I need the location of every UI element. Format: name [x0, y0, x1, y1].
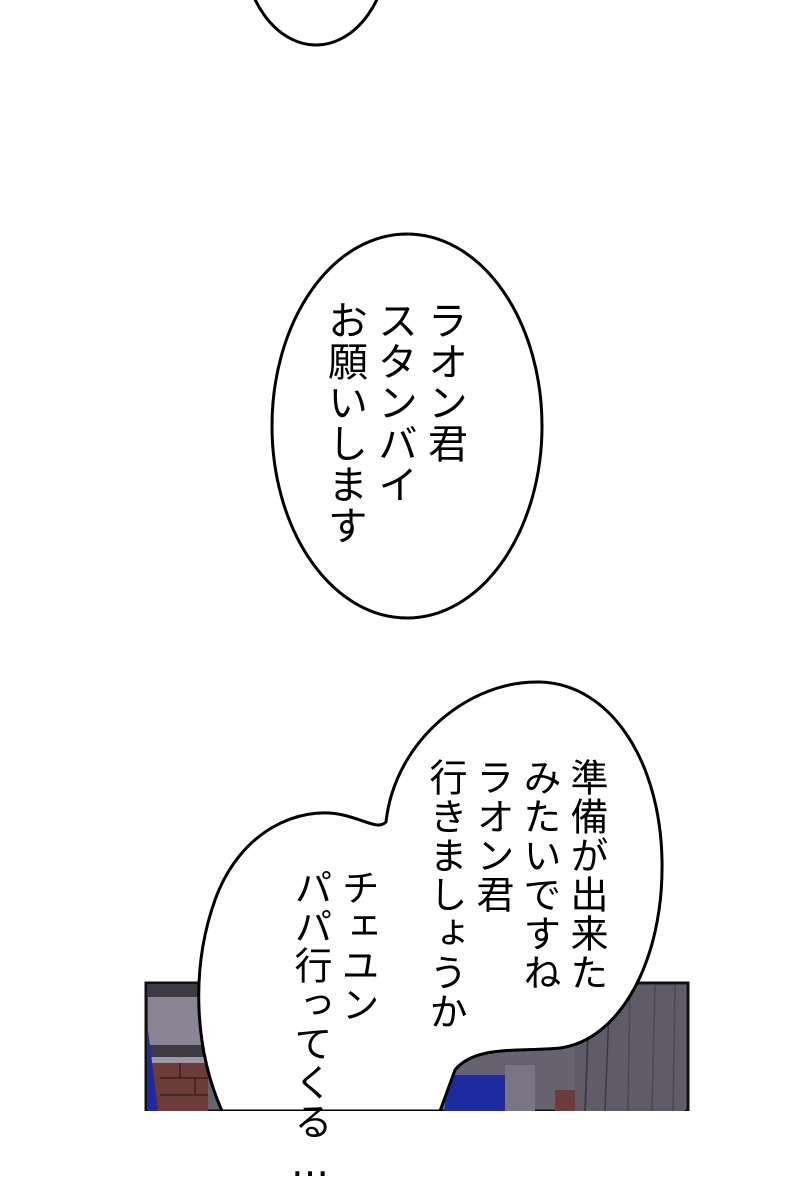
speech-bubble-middle: [270, 232, 544, 620]
bubble-middle-line-3: お願いします: [321, 300, 367, 546]
bubble-lower-line-2: パパ行ってくる…: [288, 868, 332, 1186]
bubble-right-line-1: 準備が出来た: [564, 758, 608, 992]
bubble-right-line-2: みたいですね: [517, 758, 561, 992]
bubble-middle-line-2: スタンバイ: [371, 300, 417, 505]
speech-bubble-pair: [197, 680, 664, 1111]
bubble-middle-line-1: ラオン君: [421, 300, 467, 464]
bubble-right-line-4: 行きましょうか: [423, 758, 467, 1031]
manga-page: ラオン君 スタンバイ お願いします 準備が出来た みたいですね ラオン君 行きま…: [144, 0, 690, 1186]
speech-bubble-top: [253, 0, 379, 47]
bubble-right-line-3: ラオン君: [470, 758, 514, 914]
bubble-lower-line-1: チェユン: [335, 868, 379, 1024]
